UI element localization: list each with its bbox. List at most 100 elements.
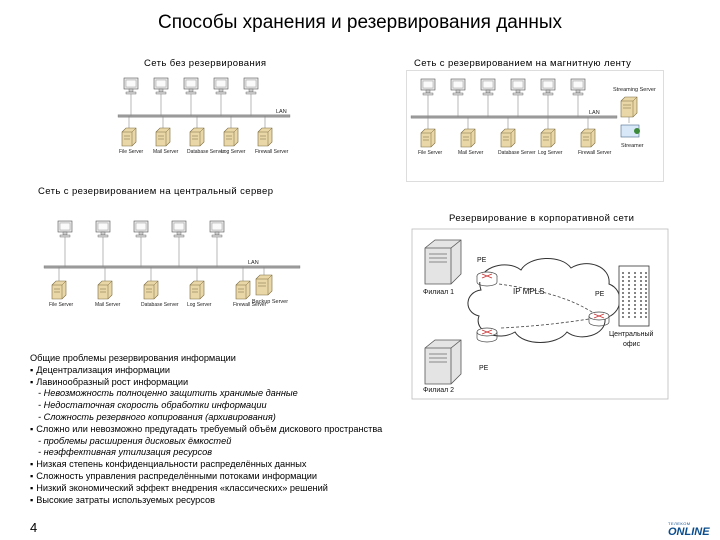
logo-main-text: ONLINE	[668, 526, 710, 538]
server-icon	[500, 128, 516, 148]
server-icon	[255, 274, 273, 296]
branch1-label: Филиал 1	[423, 289, 454, 296]
workstation-icon	[570, 78, 586, 96]
backup-server-label: Backup Server	[252, 299, 288, 305]
problem-subitem: - Сложность резервного копирования (архи…	[30, 412, 382, 424]
server-icon	[189, 127, 205, 147]
server-label: Database Server	[141, 302, 179, 308]
logo-top-text: ТЕЛЕКОМ	[668, 521, 691, 526]
branch2-server	[424, 339, 462, 385]
workstation-icon	[243, 77, 259, 95]
pe-label-bottom: PE	[479, 365, 489, 372]
problem-subitem: - проблемы расширения дисковых ёмкостей	[30, 436, 382, 448]
server-icon	[121, 127, 137, 147]
flow-arrow-1	[498, 283, 596, 315]
server-icon	[97, 280, 113, 300]
workstation-icon	[95, 220, 111, 238]
server-icon	[143, 280, 159, 300]
problem-item: ▪Низкая степень конфиденциальности распр…	[30, 459, 382, 471]
problem-text: - неэффективная утилизация ресурсов	[38, 447, 213, 458]
workstation-icon	[540, 78, 556, 96]
company-logo: ТЕЛЕКОМ ONLINE	[668, 521, 710, 538]
server-icon	[51, 280, 67, 300]
lan-label: LAN	[589, 110, 600, 116]
pe-label-central: PE	[595, 291, 605, 298]
bullet-icon: ▪	[30, 423, 34, 434]
problem-item: ▪Децентрализация информации	[30, 365, 382, 377]
problem-item: ▪Низкий экономический эффект внедрения «…	[30, 483, 382, 495]
bullet-icon: ▪	[30, 470, 34, 481]
server-icon	[155, 127, 171, 147]
network-diagram-no-backup: LAN File Server Mail Server Database Server…	[117, 77, 291, 155]
problems-list: Общие проблемы резервирования информации…	[30, 353, 382, 506]
server-label: Firewall Server	[255, 149, 289, 155]
server-label: Database Server	[498, 150, 536, 156]
workstation-icon	[123, 77, 139, 95]
pe-router-bottom	[476, 327, 498, 343]
workstation-icon	[57, 220, 73, 238]
panel-label-central-server: Сеть с резервированием на центральный се…	[38, 186, 274, 197]
server-label: File Server	[49, 302, 74, 308]
problem-text: Лавинообразный рост информации	[36, 376, 189, 387]
central-office-building	[618, 265, 650, 327]
server-label: Firewall Server	[233, 302, 267, 308]
central-office-label-1: Центральный	[609, 330, 654, 338]
panel-label-tape-backup: Сеть с резервированием на магнитную лент…	[414, 58, 632, 69]
problems-items: ▪Децентрализация информации▪Лавинообразн…	[30, 365, 382, 507]
corporate-network-diagram: IP MPLS	[411, 228, 669, 400]
server-icon	[257, 127, 273, 147]
problem-subitem: - неэффективная утилизация ресурсов	[30, 447, 382, 459]
server-icon	[235, 280, 251, 300]
problem-subitem: - Недостаточная скорость обработки инфор…	[30, 400, 382, 412]
workstation-icon	[480, 78, 496, 96]
pe-router-top	[476, 271, 498, 287]
server-label: Log Server	[221, 149, 246, 155]
bullet-icon: ▪	[30, 482, 34, 493]
bullet-icon: ▪	[30, 364, 34, 375]
problem-text: - проблемы расширения дисковых ёмкостей	[38, 435, 232, 446]
flow-arrow-2	[500, 317, 596, 329]
lan-label: LAN	[276, 109, 287, 115]
bullet-icon: ▪	[30, 459, 34, 470]
problem-text: - Невозможность полноценно защитить хран…	[38, 388, 298, 399]
server-label: Mail Server	[153, 149, 179, 155]
problem-item: ▪Сложно или невозможно предугадать требу…	[30, 424, 382, 436]
page-number: 4	[30, 520, 38, 535]
streaming-server-label: Streaming Server	[613, 87, 656, 93]
server-label: Database Server	[187, 149, 225, 155]
workstation-icon	[450, 78, 466, 96]
workstation-icon	[183, 77, 199, 95]
workstation-icon	[153, 77, 169, 95]
pe-label-top: PE	[477, 257, 487, 264]
lan-label: LAN	[248, 260, 259, 266]
problem-item: ▪Сложность управления распределёнными по…	[30, 471, 382, 483]
diagram-no-backup: LAN File Server Mail Server Database Server…	[114, 70, 294, 170]
problem-subitem: - Невозможность полноценно защитить хран…	[30, 388, 382, 400]
panel-label-no-backup: Сеть без резервирования	[144, 58, 267, 69]
problem-item: ▪Лавинообразный рост информации	[30, 377, 382, 389]
streamer-tape-icon	[634, 128, 640, 134]
problem-text: Сложно или невозможно предугадать требуе…	[36, 423, 383, 434]
workstation-icon	[171, 220, 187, 238]
branch2-label: Филиал 2	[423, 387, 454, 394]
server-icon	[189, 280, 205, 300]
workstation-icon	[133, 220, 149, 238]
problem-text: Высокие затраты используемых ресурсов	[36, 494, 215, 505]
slide-title: Способы хранения и резервирования данных	[157, 12, 563, 33]
server-icon	[420, 128, 436, 148]
streamer-label: Streamer	[621, 143, 644, 149]
problem-text: Сложность управления распределёнными пот…	[36, 470, 318, 481]
server-label: Mail Server	[458, 150, 484, 156]
pe-router-central	[588, 311, 610, 327]
server-icon	[223, 127, 239, 147]
workstation-icon	[213, 77, 229, 95]
server-label: File Server	[418, 150, 443, 156]
problem-text: - Сложность резервного копирования (архи…	[38, 411, 276, 422]
server-label: Log Server	[538, 150, 563, 156]
problem-item: ▪Высокие затраты используемых ресурсов	[30, 495, 382, 507]
server-label: File Server	[119, 149, 144, 155]
problem-text: - Недостаточная скорость обработки инфор…	[38, 400, 267, 411]
problems-heading: Общие проблемы резервирования информации	[30, 353, 236, 363]
